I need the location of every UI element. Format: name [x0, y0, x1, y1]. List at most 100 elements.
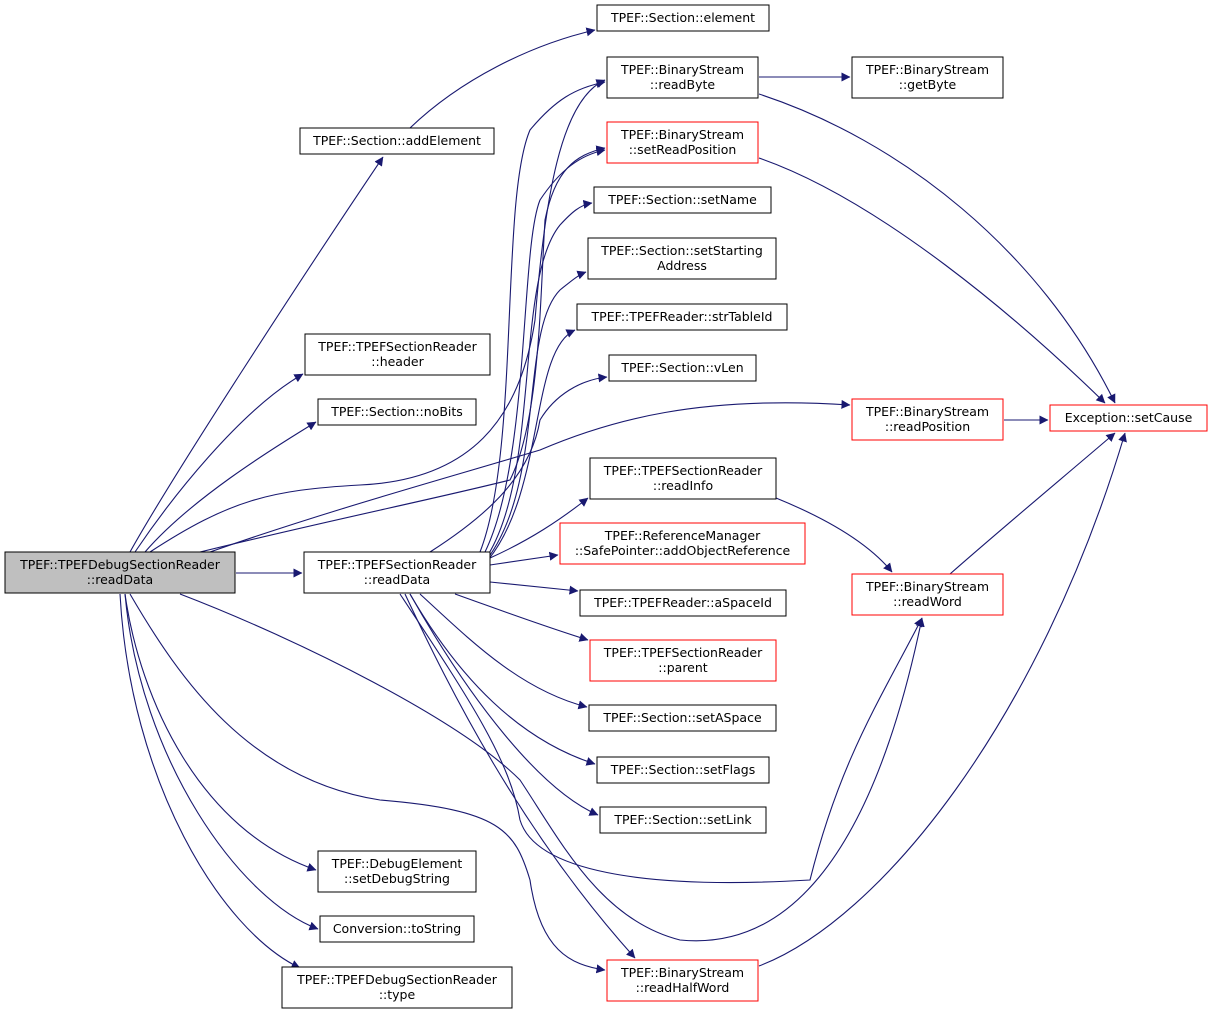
node-addObjectReference[interactable]: TPEF::ReferenceManager::SafePointer::add…: [559, 522, 806, 565]
edges-layer: [119, 27, 1127, 974]
node-box: [587, 237, 777, 280]
node-box: [559, 522, 806, 565]
node-label: TPEF::TPEFDebugSectionReader: [19, 557, 221, 572]
node-label: TPEF::TPEFSectionReader: [603, 463, 763, 478]
node-readWord[interactable]: TPEF::BinaryStream::readWord: [851, 573, 1004, 616]
node-setReadPosition[interactable]: TPEF::BinaryStream::setReadPosition: [606, 121, 759, 164]
node-box: [851, 398, 1004, 441]
node-box: [319, 915, 475, 943]
edge-secReadData-to-strTableId: [487, 329, 576, 561]
node-vLen[interactable]: TPEF::Section::vLen: [608, 354, 757, 382]
node-box: [851, 56, 1004, 99]
edge-secReadData-to-setLink: [409, 593, 599, 816]
node-label: TPEF::Section::vLen: [620, 360, 743, 375]
edge-root-to-toString: [124, 593, 319, 931]
node-box: [606, 121, 759, 164]
node-label: TPEF::Section::setStarting: [600, 243, 763, 258]
node-label: TPEF::TPEFSectionReader: [317, 557, 477, 572]
node-strTableId[interactable]: TPEF::TPEFReader::strTableId: [576, 303, 788, 331]
node-parent[interactable]: TPEF::TPEFSectionReader::parent: [589, 639, 777, 682]
edge-root-to-header: [134, 373, 304, 553]
node-label: TPEF::BinaryStream: [865, 62, 989, 77]
node-label: ::readData: [364, 572, 430, 587]
edge-root-to-setDebugString: [124, 593, 317, 872]
node-noBits[interactable]: TPEF::Section::noBits: [317, 398, 477, 426]
node-box: [281, 966, 513, 1009]
node-setASpace[interactable]: TPEF::Section::setASpace: [588, 704, 777, 732]
edge-root-to-readByte: [149, 79, 606, 553]
edge-secReadData-to-readWord: [399, 593, 923, 884]
node-label: TPEF::TPEFDebugSectionReader: [296, 972, 498, 987]
edge-setReadPosition-to-setCause: [758, 157, 1106, 404]
node-label: TPEF::TPEFSectionReader: [317, 339, 477, 354]
edge-secReadData-to-parent: [454, 593, 589, 642]
node-toString[interactable]: Conversion::toString: [319, 915, 475, 943]
node-label: TPEF::Section::setFlags: [610, 762, 755, 777]
node-label: ::readByte: [650, 77, 715, 92]
node-type[interactable]: TPEF::TPEFDebugSectionReader::type: [281, 966, 513, 1009]
node-label: TPEF::BinaryStream: [620, 965, 744, 980]
node-label: ::setDebugString: [344, 871, 450, 886]
edge-root-to-type: [119, 593, 301, 969]
edge-secReadData-to-setReadPosition: [484, 147, 606, 553]
node-setCause[interactable]: Exception::setCause: [1049, 404, 1208, 432]
node-label: Exception::setCause: [1065, 410, 1193, 425]
node-root[interactable]: TPEF::TPEFDebugSectionReader::readData: [4, 551, 236, 594]
node-label: TPEF::DebugElement: [331, 856, 463, 871]
node-box: [576, 303, 788, 331]
edge-root-to-readHalfWord: [129, 593, 606, 974]
node-secReadData[interactable]: TPEF::TPEFSectionReader::readData: [303, 551, 491, 594]
node-box: [299, 127, 495, 155]
node-aSpaceId[interactable]: TPEF::TPEFReader::aSpaceId: [579, 589, 787, 617]
node-readByte[interactable]: TPEF::BinaryStream::readByte: [606, 56, 759, 99]
node-box: [851, 573, 1004, 616]
node-label: Address: [657, 258, 707, 273]
edge-secReadData-to-setFlags: [409, 593, 596, 766]
node-setDebugString[interactable]: TPEF::DebugElement::setDebugString: [317, 850, 477, 893]
edge-secReadData-to-setASpace: [419, 593, 588, 710]
node-readPosition[interactable]: TPEF::BinaryStream::readPosition: [851, 398, 1004, 441]
node-label: TPEF::TPEFReader::aSpaceId: [593, 595, 772, 610]
node-box: [303, 551, 491, 594]
node-label: TPEF::Section::setASpace: [602, 710, 762, 725]
edge-secReadData-to-readHalfWord: [404, 593, 636, 959]
node-header[interactable]: TPEF::TPEFSectionReader::header: [304, 333, 491, 376]
node-label: ::readPosition: [885, 419, 970, 434]
node-setLink[interactable]: TPEF::Section::setLink: [599, 806, 767, 834]
node-label: TPEF::BinaryStream: [620, 127, 744, 142]
node-setFlags[interactable]: TPEF::Section::setFlags: [596, 756, 770, 784]
edge-secReadData-to-readByte: [479, 79, 606, 553]
node-label: ::readWord: [893, 594, 962, 609]
edge-readByte-to-setCause: [758, 93, 1116, 404]
node-getByte[interactable]: TPEF::BinaryStream::getByte: [851, 56, 1004, 99]
edge-addElement-to-element: [409, 27, 596, 129]
node-label: TPEF::Section::element: [610, 10, 755, 25]
node-setName[interactable]: TPEF::Section::setName: [593, 186, 772, 214]
node-element[interactable]: TPEF::Section::element: [596, 4, 770, 32]
node-label: ::header: [371, 354, 424, 369]
edge-secReadData-to-readInfo: [489, 497, 589, 559]
node-box: [589, 639, 777, 682]
edge-secReadData-to-aSpaceId: [489, 581, 579, 595]
node-label: TPEF::ReferenceManager: [604, 528, 761, 543]
node-box: [4, 551, 236, 594]
edge-secReadData-to-setName: [487, 199, 593, 556]
node-label: TPEF::BinaryStream: [620, 62, 744, 77]
edge-root-to-addElement: [129, 156, 384, 553]
node-box: [599, 806, 767, 834]
node-label: ::SafePointer::addObjectReference: [575, 543, 791, 558]
node-label: ::readHalfWord: [636, 980, 730, 995]
edge-secReadData-to-vLen: [429, 373, 608, 553]
edge-readWord-to-setCause: [949, 432, 1116, 575]
node-readHalfWord[interactable]: TPEF::BinaryStream::readHalfWord: [606, 959, 759, 1002]
node-label: TPEF::BinaryStream: [865, 579, 989, 594]
node-addElement[interactable]: TPEF::Section::addElement: [299, 127, 495, 155]
node-label: TPEF::Section::addElement: [312, 133, 481, 148]
node-box: [593, 186, 772, 214]
node-readInfo[interactable]: TPEF::TPEFSectionReader::readInfo: [589, 457, 777, 500]
node-box: [1049, 404, 1208, 432]
node-label: TPEF::Section::setLink: [613, 812, 752, 827]
nodes-layer: TPEF::TPEFDebugSectionReader::readDataTP…: [4, 4, 1208, 1009]
